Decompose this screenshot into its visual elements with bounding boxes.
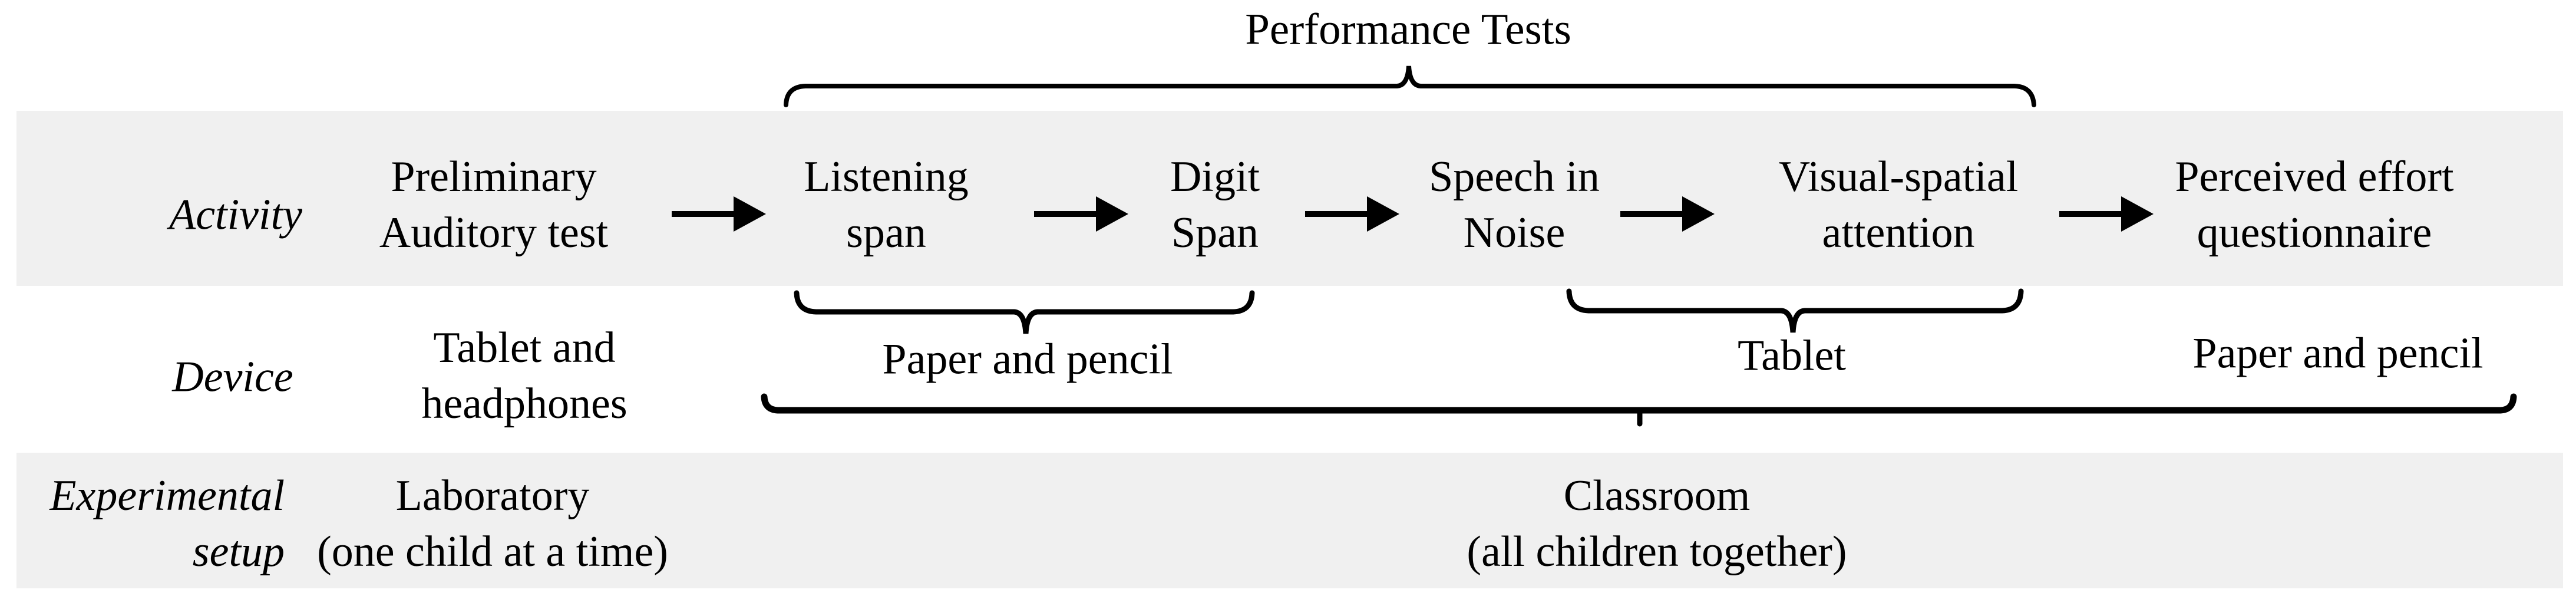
step-line: Auditory test bbox=[379, 209, 609, 257]
step-line: Preliminary bbox=[391, 153, 597, 201]
step-visual-spatial-attention: Visual-spatial attention bbox=[1779, 149, 2019, 261]
device-tablet-headphones: Tablet and headphones bbox=[421, 320, 627, 432]
step-speech-in-noise: Speech in Noise bbox=[1429, 149, 1600, 261]
performance-tests-brace bbox=[784, 65, 2036, 107]
step-line: questionnaire bbox=[2197, 209, 2432, 257]
setup-laboratory: Laboratory (one child at a time) bbox=[317, 468, 668, 580]
classroom-bracket bbox=[761, 393, 2517, 414]
setup-row-label-line2: setup bbox=[192, 528, 285, 576]
setup-line: Classroom bbox=[1563, 472, 1751, 520]
step-listening-span: Listening span bbox=[804, 149, 969, 261]
paper-pencil-brace bbox=[794, 290, 1255, 334]
tablet-brace bbox=[1566, 288, 2024, 333]
step-line: Span bbox=[1171, 209, 1259, 257]
activity-row-label: Activity bbox=[169, 190, 302, 239]
flow-arrow-3 bbox=[1305, 196, 1399, 232]
step-line: span bbox=[846, 209, 926, 257]
setup-line: Laboratory bbox=[395, 472, 590, 520]
step-line: Speech in bbox=[1429, 153, 1600, 201]
performance-tests-title: Performance Tests bbox=[1245, 5, 1571, 54]
step-perceived-effort-questionnaire: Perceived effort questionnaire bbox=[2175, 149, 2453, 261]
step-line: Digit bbox=[1170, 153, 1260, 201]
setup-row-label: Experimental setup bbox=[49, 468, 285, 580]
flow-arrow-2 bbox=[1034, 196, 1128, 232]
device-paper-pencil-left: Paper and pencil bbox=[882, 335, 1173, 384]
step-digit-span: Digit Span bbox=[1170, 149, 1260, 261]
step-line: Perceived effort bbox=[2175, 153, 2454, 201]
setup-classroom: Classroom (all children together) bbox=[1467, 468, 1847, 580]
step-line: Noise bbox=[1463, 209, 1566, 257]
activity-row-band bbox=[16, 111, 2563, 286]
setup-line: (one child at a time) bbox=[317, 528, 668, 576]
device-paper-pencil-right: Paper and pencil bbox=[2192, 329, 2483, 378]
flow-arrow-5 bbox=[2059, 196, 2154, 232]
step-line: Listening bbox=[804, 153, 969, 201]
step-line: Visual-spatial bbox=[1778, 153, 2019, 201]
device-tablet: Tablet bbox=[1738, 331, 1846, 380]
device-row-label: Device bbox=[172, 353, 293, 401]
device-line: headphones bbox=[421, 380, 628, 428]
flow-arrow-4 bbox=[1620, 196, 1715, 232]
step-line: attention bbox=[1822, 209, 1975, 257]
setup-row-band bbox=[16, 453, 2563, 588]
setup-line: (all children together) bbox=[1467, 528, 1847, 576]
device-line: Tablet and bbox=[433, 324, 616, 372]
flow-arrow-1 bbox=[672, 196, 766, 232]
setup-row-label-line1: Experimental bbox=[49, 472, 285, 520]
step-preliminary-auditory-test: Preliminary Auditory test bbox=[379, 149, 608, 261]
